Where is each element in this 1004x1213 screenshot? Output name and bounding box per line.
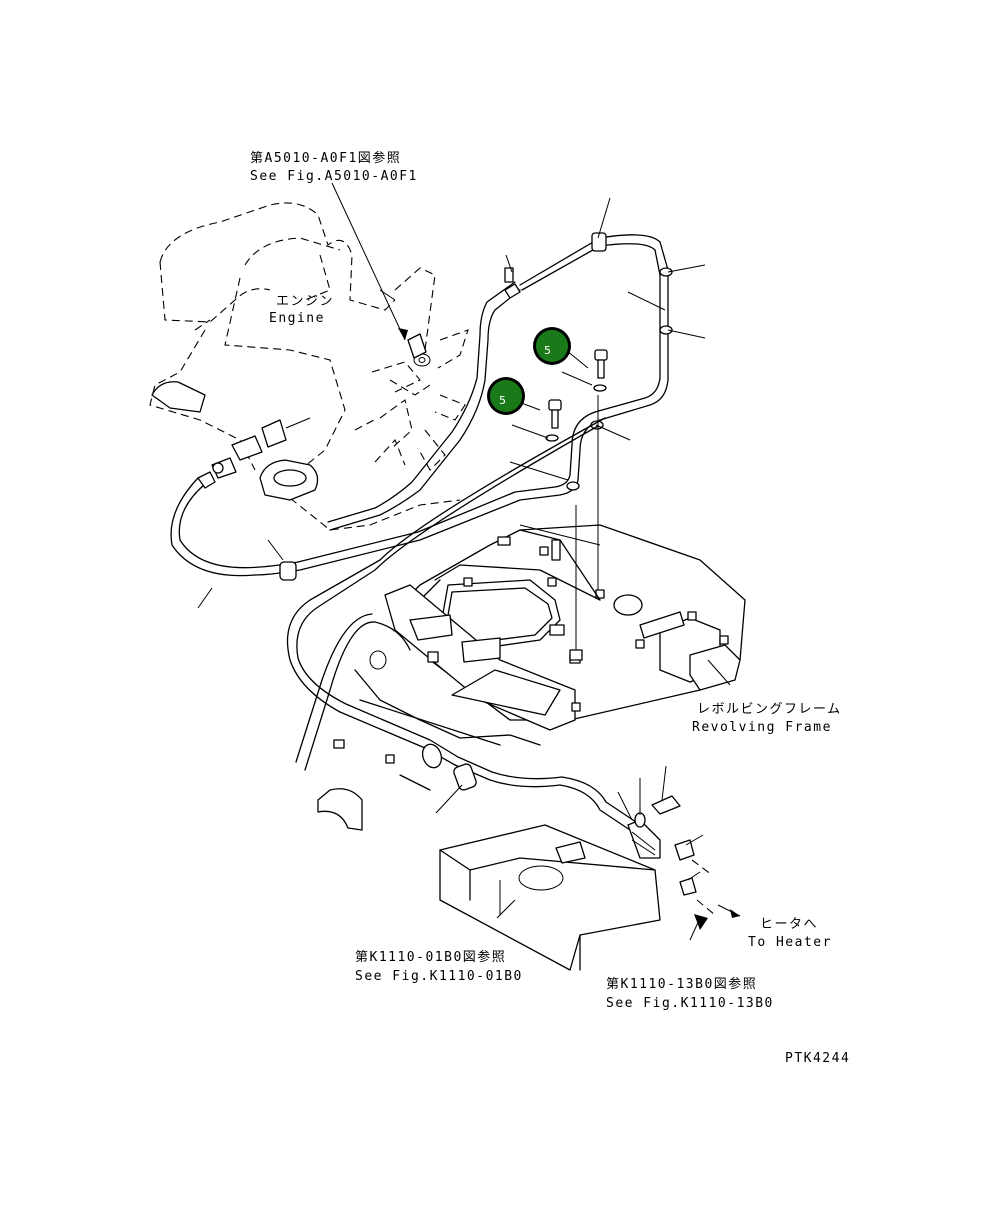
ref-k1110-13-jp: 第K1110-13B0図参照 xyxy=(606,976,757,992)
frame-label-jp: レボルビングフレーム xyxy=(697,702,842,717)
engine-label-jp: エンジン xyxy=(276,294,334,309)
callout-5-upper[interactable]: 5 xyxy=(533,327,571,365)
ref-a5010-jp: 第A5010-A0F1図参照 xyxy=(250,150,401,166)
bolt-assembly xyxy=(545,349,608,661)
ref-k1110-13-en: See Fig.K1110-13B0 xyxy=(606,996,774,1011)
drawing-number: PTK4244 xyxy=(785,1051,850,1066)
hose-lower xyxy=(286,417,637,831)
heater-label-jp: ヒータへ xyxy=(760,917,818,932)
revolving-frame xyxy=(384,524,746,731)
ref-k1110-01-en: See Fig.K1110-01B0 xyxy=(355,969,523,984)
callout-circle xyxy=(490,380,522,412)
engine-fittings xyxy=(151,381,319,501)
callout-5-lower[interactable]: 5 xyxy=(487,377,525,415)
labels: 第A5010-A0F1図参照 See Fig.A5010-A0F1 エンジン E… xyxy=(250,150,850,1066)
hose-upper xyxy=(254,232,673,581)
engine-outline xyxy=(149,202,461,531)
frame-lower xyxy=(295,613,541,831)
engine-label-en: Engine xyxy=(269,311,325,326)
undercover xyxy=(439,824,661,971)
callout-number: 5 xyxy=(544,344,551,357)
leader-lines xyxy=(197,182,731,919)
top-fittings xyxy=(407,267,521,359)
frame-label-en: Revolving Frame xyxy=(692,720,832,735)
hose-from-engine xyxy=(170,281,521,577)
ref-a5010-en: See Fig.A5010-A0F1 xyxy=(250,169,418,184)
callout-circle xyxy=(536,330,568,362)
ref-k1110-01-jp: 第K1110-01B0図参照 xyxy=(355,949,506,965)
fan xyxy=(354,267,469,471)
heater-fittings xyxy=(627,795,741,941)
heater-label-en: To Heater xyxy=(748,935,832,950)
callout-number: 5 xyxy=(499,394,506,407)
